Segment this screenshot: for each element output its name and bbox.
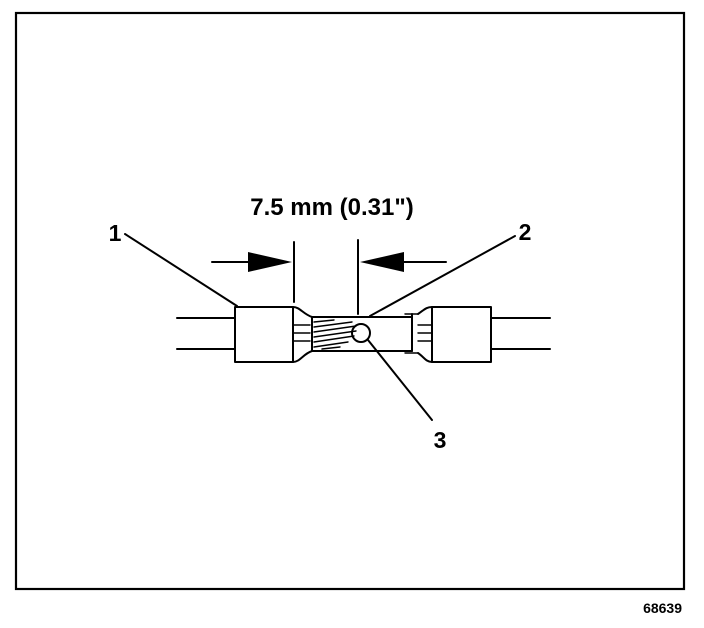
figure-border [14, 11, 686, 591]
wire-right [490, 317, 551, 350]
left-sleeve-taper [292, 306, 313, 363]
right-insulation-sleeve [431, 306, 492, 363]
callout-1-leader [124, 233, 238, 307]
dimension-arrow-left [211, 252, 292, 272]
wire-strands [313, 319, 357, 350]
wire-left [176, 317, 236, 350]
crimp-point-marker [351, 323, 371, 343]
figure-number: 68639 [643, 600, 682, 616]
callout-1-label: 1 [109, 220, 122, 246]
right-sleeve-taper [417, 306, 433, 363]
dimension-label: 7.5 mm (0.31") [250, 194, 413, 221]
dimension-arrow-right [360, 252, 447, 272]
callout-3-label: 3 [434, 427, 447, 453]
left-insulation-sleeve [234, 306, 294, 363]
callout-3-leader [367, 339, 433, 421]
callout-2-label: 2 [519, 219, 532, 245]
callout-2-leader [369, 235, 516, 317]
metal-splice-barrel [311, 313, 419, 354]
